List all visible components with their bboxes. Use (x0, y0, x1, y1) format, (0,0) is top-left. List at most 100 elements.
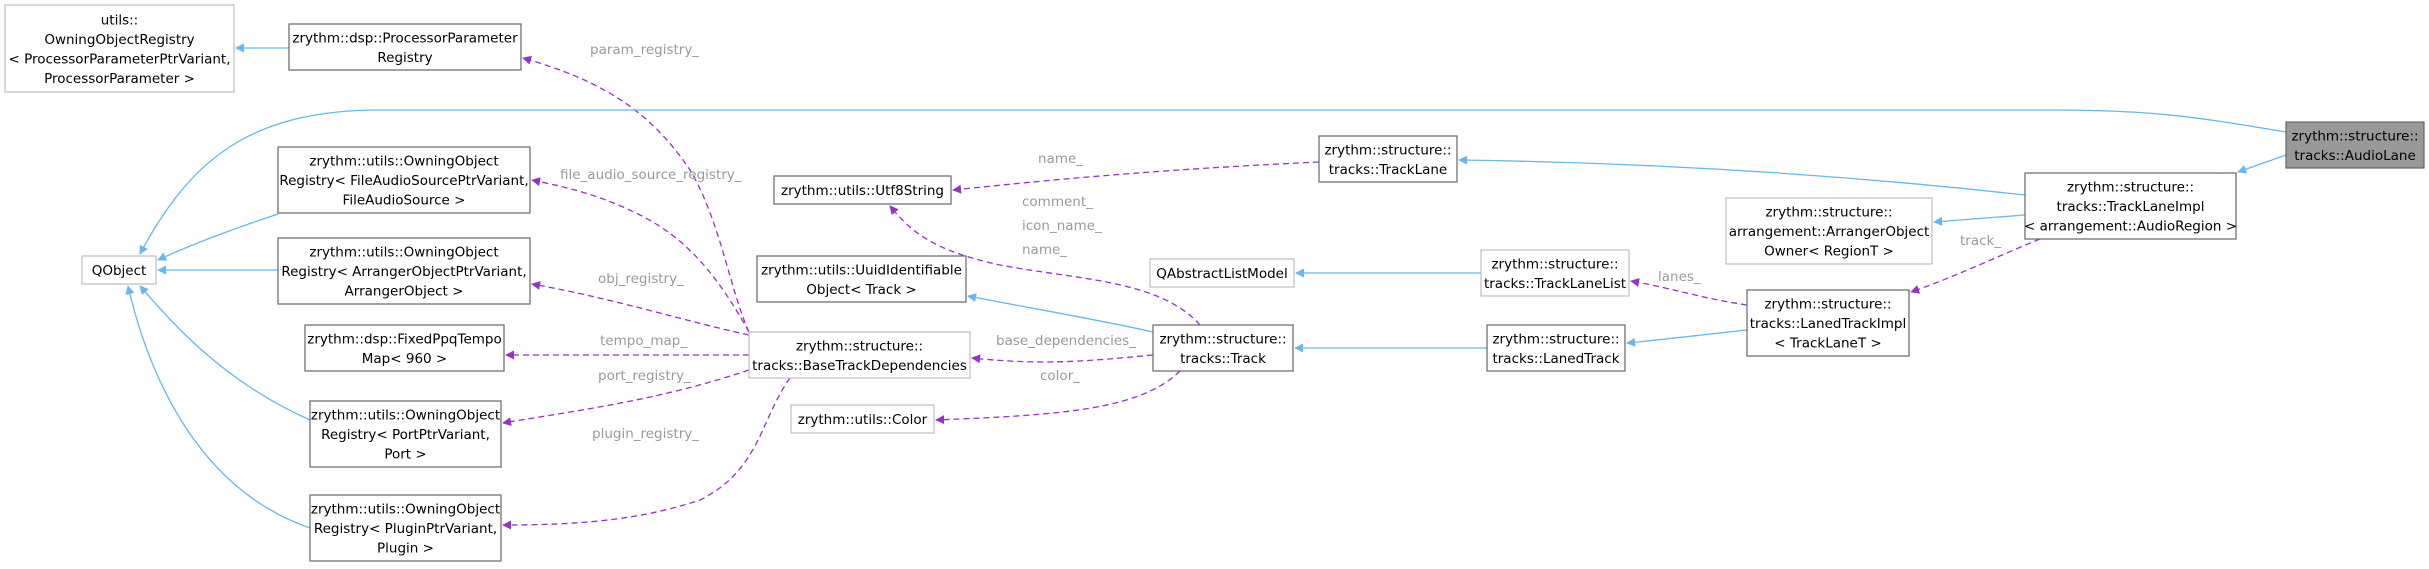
inheritance-edge-owning_file_audio-to-qobject (157, 213, 279, 261)
class-node-laned-track[interactable]: zrythm::structure::tracks::LanedTrack (1486, 324, 1626, 372)
class-name-line: arrangement::ArrangerObject (1729, 224, 1930, 240)
class-name-line: zrythm::structure:: (2067, 180, 2194, 196)
edge-label: base_dependencies_ (996, 333, 1136, 349)
class-box (1149, 258, 1295, 288)
class-name-line: < TrackLaneT > (1774, 336, 1881, 352)
inheritance-edge-track_lane_impl-to-arranger_object_owner (1933, 214, 2026, 226)
usage-edge-base_track_deps-to-processor_param_registry (522, 55, 750, 333)
inheritance-edge-track_lane_impl-to-track_lane (1458, 155, 2026, 196)
class-box (304, 324, 505, 372)
class-name-line: Owner< RegionT > (1764, 244, 1894, 260)
class-node-owning-file-audio[interactable]: zrythm::utils::OwningObjectRegistry< Fil… (277, 146, 531, 214)
class-name-line: tracks::AudioLane (2294, 148, 2416, 164)
usage-edge-track-to-color (935, 370, 1181, 425)
class-name-line: OwningObjectRegistry (44, 32, 194, 48)
class-name-line: zrythm::structure:: (1491, 256, 1618, 272)
class-name-line: tracks::BaseTrackDependencies (752, 358, 967, 374)
usage-edge-base_track_deps-to-owning_arranger (531, 281, 750, 336)
class-box (4, 4, 235, 93)
class-name-line: tracks::TrackLaneImpl (2057, 199, 2205, 215)
class-name-line: Plugin > (377, 541, 434, 557)
class-node-track-lane[interactable]: zrythm::structure::tracks::TrackLane (1318, 135, 1458, 183)
edge-label: icon_name_ (1022, 218, 1102, 234)
class-name-line: zrythm::dsp::FixedPpqTempo (307, 331, 502, 347)
class-box (1480, 249, 1630, 297)
class-name-line: ProcessorParameter > (44, 71, 195, 87)
class-node-owning-arranger[interactable]: zrythm::utils::OwningObjectRegistry< Arr… (277, 237, 531, 305)
usage-edge-track-to-base_track_deps (971, 354, 1154, 364)
class-box (773, 175, 952, 205)
class-node-track[interactable]: zrythm::structure::tracks::Track (1152, 324, 1294, 372)
class-box (1152, 324, 1294, 372)
class-name-line: < ProcessorParameterPtrVariant, (8, 51, 230, 67)
class-name-line: zrythm::utils::OwningObject (311, 408, 500, 424)
class-name-line: zrythm::utils::OwningObject (309, 154, 498, 170)
usage-edge-track_lane_impl-to-laned_track_impl (1910, 238, 2041, 294)
class-name-line: tracks::Track (1180, 351, 1266, 367)
class-name-line: utils:: (101, 12, 138, 28)
class-name-line: tracks::TrackLaneList (1484, 276, 1626, 292)
edge-label: name_ (1022, 242, 1067, 258)
class-node-track-lane-impl[interactable]: zrythm::structure::tracks::TrackLaneImpl… (2024, 172, 2237, 240)
class-name-line: tracks::LanedTrackImpl (1750, 316, 1907, 332)
class-name-line: Registry< PluginPtrVariant, (314, 521, 497, 537)
edge-label: plugin_registry_ (592, 426, 699, 442)
class-node-laned-track-impl[interactable]: zrythm::structure::tracks::LanedTrackImp… (1746, 289, 1910, 357)
class-box (756, 255, 967, 303)
edge-label: track_ (1960, 233, 2001, 249)
inheritance-edge-owning_plugin-to-qobject (125, 285, 311, 529)
class-node-color[interactable]: zrythm::utils::Color (790, 404, 935, 434)
class-node-owning-port[interactable]: zrythm::utils::OwningObjectRegistry< Por… (309, 400, 502, 468)
usage-edge-laned_track_impl-to-track_lane_list (1630, 278, 1748, 306)
class-box (288, 23, 522, 71)
class-node-utf8string[interactable]: zrythm::utils::Utf8String (773, 175, 952, 205)
edge-label: tempo_map_ (600, 333, 687, 349)
class-box (277, 237, 531, 305)
class-name-line: zrythm::utils::Color (798, 412, 928, 428)
class-box (790, 404, 935, 434)
class-box (2024, 172, 2237, 240)
edges-layer (125, 43, 2287, 530)
inheritance-edge-audio_lane-to-track_lane_impl (2237, 154, 2287, 174)
edge-labels-layer: param_registry_file_audio_source_registr… (560, 42, 2001, 442)
class-name-line: zrythm::structure:: (1324, 142, 1451, 158)
class-name-line: zrythm::dsp::ProcessorParameter (292, 30, 518, 46)
class-box (1318, 135, 1458, 183)
class-node-owning-plugin[interactable]: zrythm::utils::OwningObjectRegistry< Plu… (309, 494, 502, 562)
inheritance-edge-audio_lane-to-qobject (139, 109, 2287, 255)
inheritance-edge-owning_port-to-qobject (139, 285, 311, 421)
class-name-line: zrythm::utils::UuidIdentifiable (761, 262, 962, 278)
edge-label: obj_registry_ (598, 271, 684, 287)
class-node-qobject[interactable]: QObject (81, 255, 157, 285)
class-name-line: zrythm::structure:: (796, 338, 923, 354)
class-name-line: zrythm::structure:: (2291, 128, 2418, 144)
class-box (309, 400, 502, 468)
class-box (1746, 289, 1910, 357)
class-name-line: zrythm::structure:: (1492, 331, 1619, 347)
class-name-line: FileAudioSource > (343, 193, 466, 209)
class-node-arranger-object-owner[interactable]: zrythm::structure::arrangement::Arranger… (1725, 197, 1933, 265)
class-box (748, 331, 971, 379)
class-box (2285, 121, 2425, 169)
class-node-base-track-deps[interactable]: zrythm::structure::tracks::BaseTrackDepe… (748, 331, 971, 379)
class-name-line: QObject (92, 263, 147, 279)
class-node-qabstract-list-model[interactable]: QAbstractListModel (1149, 258, 1295, 288)
inheritance-edge-track-to-uuid_identifiable (967, 293, 1154, 333)
edge-label: name_ (1038, 151, 1083, 167)
class-node-track-lane-list[interactable]: zrythm::structure::tracks::TrackLaneList (1480, 249, 1630, 297)
edge-label: lanes_ (1658, 269, 1701, 285)
class-name-line: zrythm::structure:: (1159, 331, 1286, 347)
class-name-line: Map< 960 > (362, 351, 447, 367)
class-name-line: QAbstractListModel (1156, 266, 1287, 282)
class-name-line: Object< Track > (806, 282, 917, 298)
class-node-audio-lane[interactable]: zrythm::structure::tracks::AudioLane (2285, 121, 2425, 169)
class-name-line: tracks::TrackLane (1329, 162, 1447, 178)
class-name-line: Registry< ArrangerObjectPtrVariant, (281, 264, 526, 280)
nodes-layer: utils::OwningObjectRegistry< ProcessorPa… (4, 4, 2425, 562)
class-node-owning-param-registry[interactable]: utils::OwningObjectRegistry< ProcessorPa… (4, 4, 235, 93)
class-name-line: < arrangement::AudioRegion > (2024, 219, 2237, 235)
edge-label: port_registry_ (598, 368, 691, 384)
